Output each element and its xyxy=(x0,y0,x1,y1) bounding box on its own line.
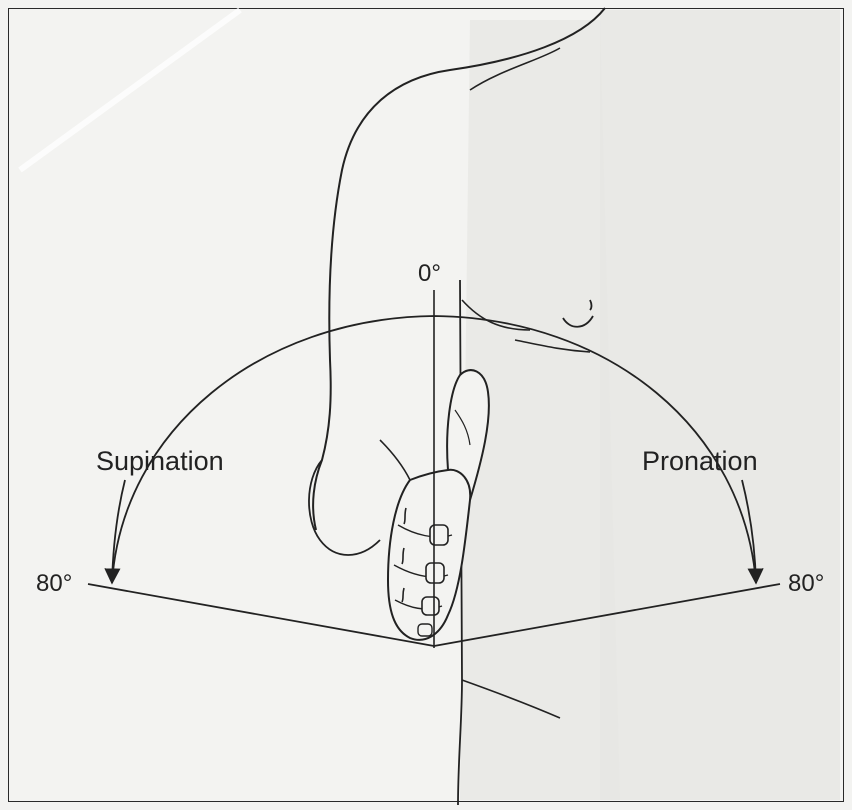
supination-label: Supination xyxy=(96,448,224,475)
elbow-outline xyxy=(309,460,380,555)
fingernail-3 xyxy=(422,597,439,615)
fold-highlight xyxy=(20,10,240,170)
fingernail-4 xyxy=(418,624,432,636)
supination-end-line xyxy=(88,584,434,646)
pronation-label: Pronation xyxy=(642,448,758,475)
background-shading xyxy=(600,10,840,800)
forearm-outline xyxy=(380,440,410,480)
fingernail-2 xyxy=(426,563,444,583)
zero-degree-label: 0° xyxy=(418,262,441,286)
supination-80-degree-label: 80° xyxy=(36,572,72,596)
fingernail-1 xyxy=(430,525,448,545)
pronation-80-degree-label: 80° xyxy=(788,572,824,596)
